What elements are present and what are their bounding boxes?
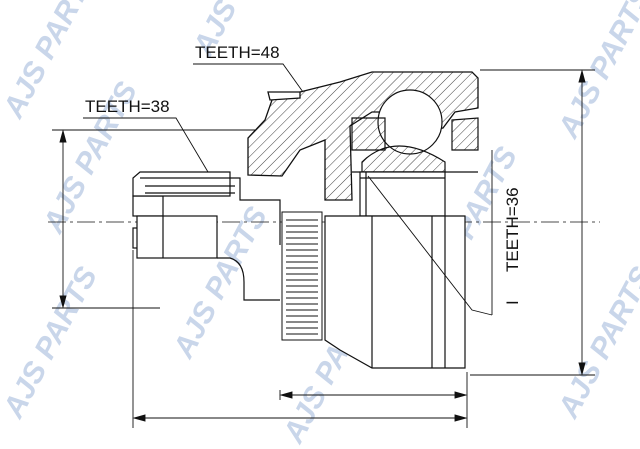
housing-body — [324, 215, 466, 369]
watermark-5: AJS PARTS — [552, 0, 640, 144]
inner-marker-label: I — [503, 300, 522, 305]
teeth-outer-label: TEETH=48 — [195, 43, 280, 62]
watermark-8: AJS PARTS — [0, 262, 104, 425]
dimension-lines — [52, 69, 595, 428]
inner-bore — [359, 171, 446, 217]
threaded-stub — [132, 171, 231, 259]
leader-lines — [83, 63, 493, 316]
shaft-spline — [140, 177, 281, 301]
abs-ring — [281, 211, 323, 341]
teeth-inner-label: TEETH=36 — [503, 187, 522, 272]
watermark-6: AJS PARTS — [552, 262, 640, 425]
ball-cage — [351, 89, 479, 173]
teeth-shaft-label: TEETH=38 — [85, 97, 170, 116]
